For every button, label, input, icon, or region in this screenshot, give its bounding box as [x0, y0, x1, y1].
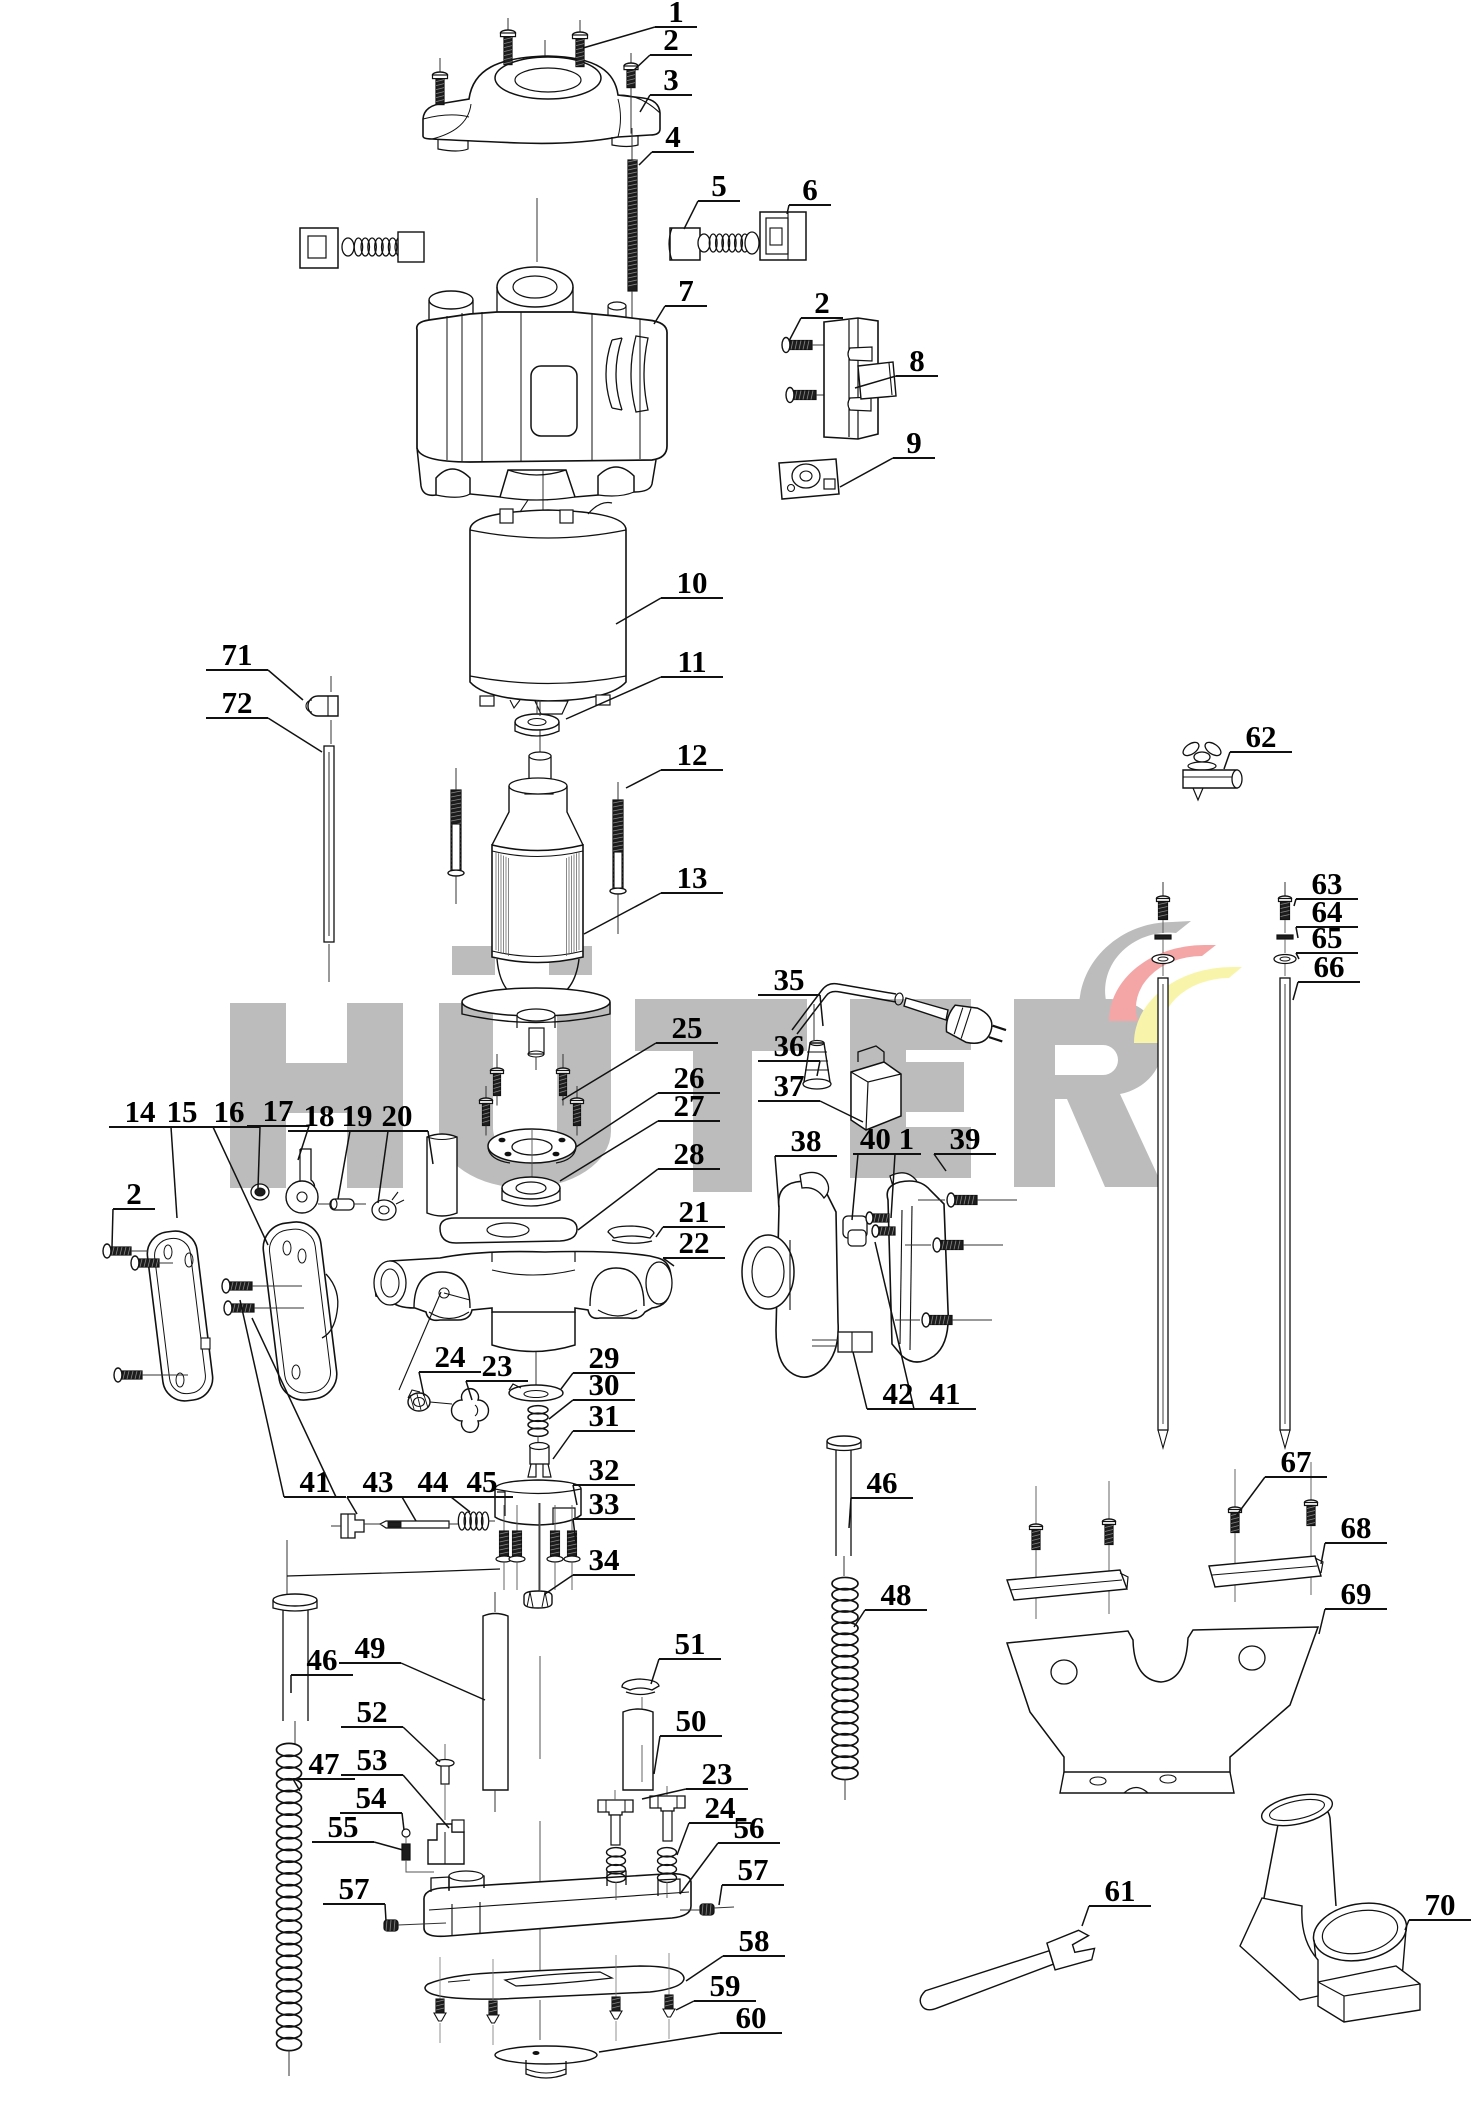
- svg-text:29: 29: [589, 1340, 620, 1375]
- svg-text:46: 46: [307, 1642, 338, 1677]
- svg-text:35: 35: [774, 962, 805, 997]
- svg-text:24: 24: [435, 1339, 466, 1374]
- svg-text:2: 2: [814, 285, 830, 320]
- svg-text:41: 41: [930, 1376, 961, 1411]
- svg-text:9: 9: [906, 425, 922, 460]
- svg-text:13: 13: [677, 860, 708, 895]
- svg-text:21: 21: [679, 1194, 710, 1229]
- svg-text:2: 2: [126, 1176, 142, 1211]
- svg-text:6: 6: [802, 172, 818, 207]
- svg-text:3: 3: [663, 62, 679, 97]
- svg-text:1: 1: [668, 0, 684, 29]
- svg-text:11: 11: [677, 644, 706, 679]
- svg-text:43: 43: [363, 1464, 394, 1499]
- svg-text:55: 55: [328, 1809, 359, 1844]
- svg-text:42: 42: [883, 1376, 914, 1411]
- svg-text:26: 26: [674, 1060, 705, 1095]
- svg-text:25: 25: [672, 1010, 703, 1045]
- svg-text:66: 66: [1314, 949, 1345, 984]
- svg-text:20: 20: [382, 1098, 413, 1133]
- svg-text:44: 44: [418, 1464, 449, 1499]
- svg-text:19: 19: [342, 1098, 373, 1133]
- svg-text:46: 46: [867, 1465, 898, 1500]
- svg-text:64: 64: [1312, 894, 1343, 929]
- svg-text:67: 67: [1281, 1444, 1312, 1479]
- svg-text:54: 54: [356, 1780, 387, 1815]
- svg-text:30: 30: [589, 1367, 620, 1402]
- svg-text:5: 5: [711, 168, 727, 203]
- svg-text:32: 32: [589, 1452, 620, 1487]
- svg-text:70: 70: [1425, 1887, 1456, 1922]
- svg-text:60: 60: [736, 2000, 767, 2035]
- svg-text:28: 28: [674, 1136, 705, 1171]
- svg-text:27: 27: [674, 1088, 705, 1123]
- svg-text:12: 12: [677, 737, 708, 772]
- svg-text:38: 38: [791, 1123, 822, 1158]
- svg-text:24: 24: [705, 1790, 736, 1825]
- svg-text:2: 2: [663, 22, 679, 57]
- svg-text:47: 47: [309, 1746, 340, 1781]
- svg-text:56: 56: [734, 1810, 765, 1845]
- svg-text:34: 34: [589, 1542, 620, 1577]
- svg-text:52: 52: [357, 1694, 388, 1729]
- svg-text:63: 63: [1312, 866, 1343, 901]
- svg-text:39: 39: [950, 1121, 981, 1156]
- svg-text:68: 68: [1341, 1510, 1372, 1545]
- svg-text:17: 17: [263, 1093, 294, 1128]
- svg-text:7: 7: [678, 273, 694, 308]
- svg-text:49: 49: [355, 1630, 386, 1665]
- svg-text:50: 50: [676, 1703, 707, 1738]
- svg-text:22: 22: [679, 1225, 710, 1260]
- svg-text:23: 23: [702, 1756, 733, 1791]
- svg-text:14: 14: [125, 1094, 156, 1129]
- svg-text:59: 59: [710, 1968, 741, 2003]
- svg-text:48: 48: [881, 1577, 912, 1612]
- svg-text:31: 31: [589, 1398, 620, 1433]
- svg-text:69: 69: [1341, 1576, 1372, 1611]
- svg-text:18: 18: [304, 1098, 335, 1133]
- svg-text:71: 71: [222, 637, 253, 672]
- svg-text:15: 15: [167, 1094, 198, 1129]
- svg-text:36: 36: [774, 1028, 805, 1063]
- svg-text:45: 45: [467, 1464, 498, 1499]
- svg-text:33: 33: [589, 1486, 620, 1521]
- svg-text:4: 4: [665, 119, 681, 154]
- svg-text:16: 16: [214, 1094, 245, 1129]
- svg-text:62: 62: [1246, 719, 1277, 754]
- svg-text:40 1: 40 1: [860, 1121, 914, 1156]
- svg-text:23: 23: [482, 1348, 513, 1383]
- svg-text:53: 53: [357, 1742, 388, 1777]
- svg-text:57: 57: [738, 1852, 769, 1887]
- svg-text:10: 10: [677, 565, 708, 600]
- svg-text:61: 61: [1105, 1873, 1136, 1908]
- svg-text:57: 57: [339, 1871, 370, 1906]
- svg-text:72: 72: [222, 685, 253, 720]
- svg-text:51: 51: [675, 1626, 706, 1661]
- svg-text:65: 65: [1312, 920, 1343, 955]
- svg-text:58: 58: [739, 1923, 770, 1958]
- svg-text:37: 37: [774, 1068, 805, 1103]
- svg-text:8: 8: [909, 343, 925, 378]
- svg-text:41: 41: [300, 1464, 331, 1499]
